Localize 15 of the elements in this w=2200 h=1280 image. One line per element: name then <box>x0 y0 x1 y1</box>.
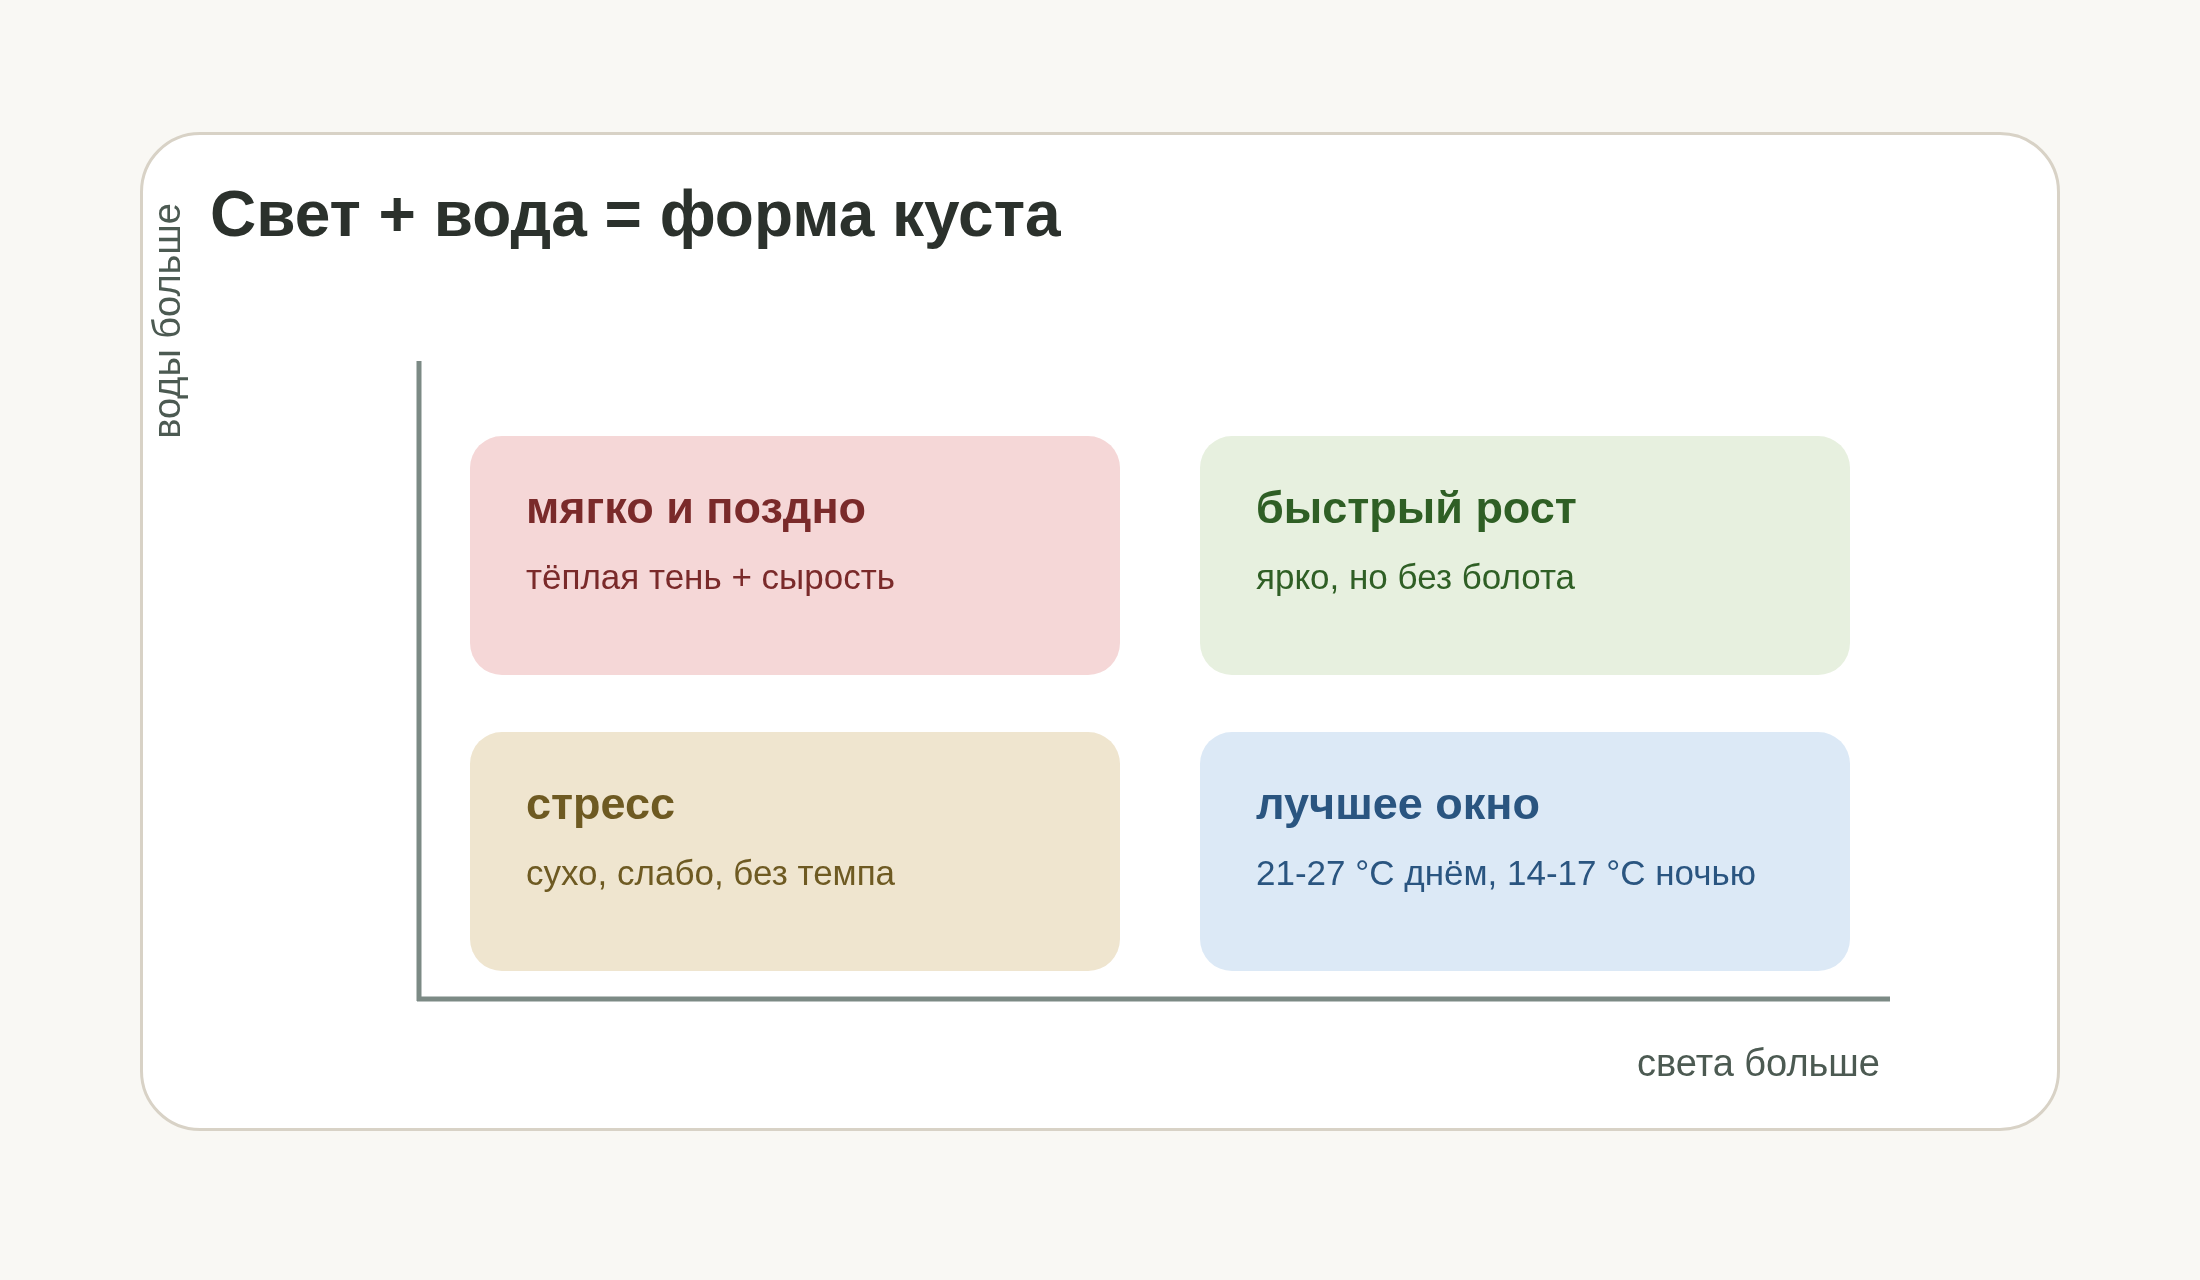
quadrant-heading: стресс <box>526 778 676 830</box>
quadrant-card <box>1200 732 1850 971</box>
quadrant-heading: мягко и поздно <box>526 482 867 534</box>
quadrant-card <box>470 436 1120 675</box>
quadrant-description: сухо, слабо, без темпа <box>526 851 896 894</box>
quadrant-heading: быстрый рост <box>1256 482 1577 534</box>
quadrant-description: ярко, но без болота <box>1256 555 1576 598</box>
quadrant-card <box>470 732 1120 971</box>
quadrant-description: 21-27 °C днём, 14-17 °C ночью <box>1256 851 1756 894</box>
chart-title: Свет + вода = форма куста <box>210 178 1061 252</box>
axis-label: света больше <box>1637 1042 1880 1086</box>
axis-label: воды больше <box>146 203 189 439</box>
quadrant-card <box>1200 436 1850 675</box>
quadrant-heading: лучшее окно <box>1256 778 1540 830</box>
quadrant-description: тёплая тень + сырость <box>526 555 895 598</box>
